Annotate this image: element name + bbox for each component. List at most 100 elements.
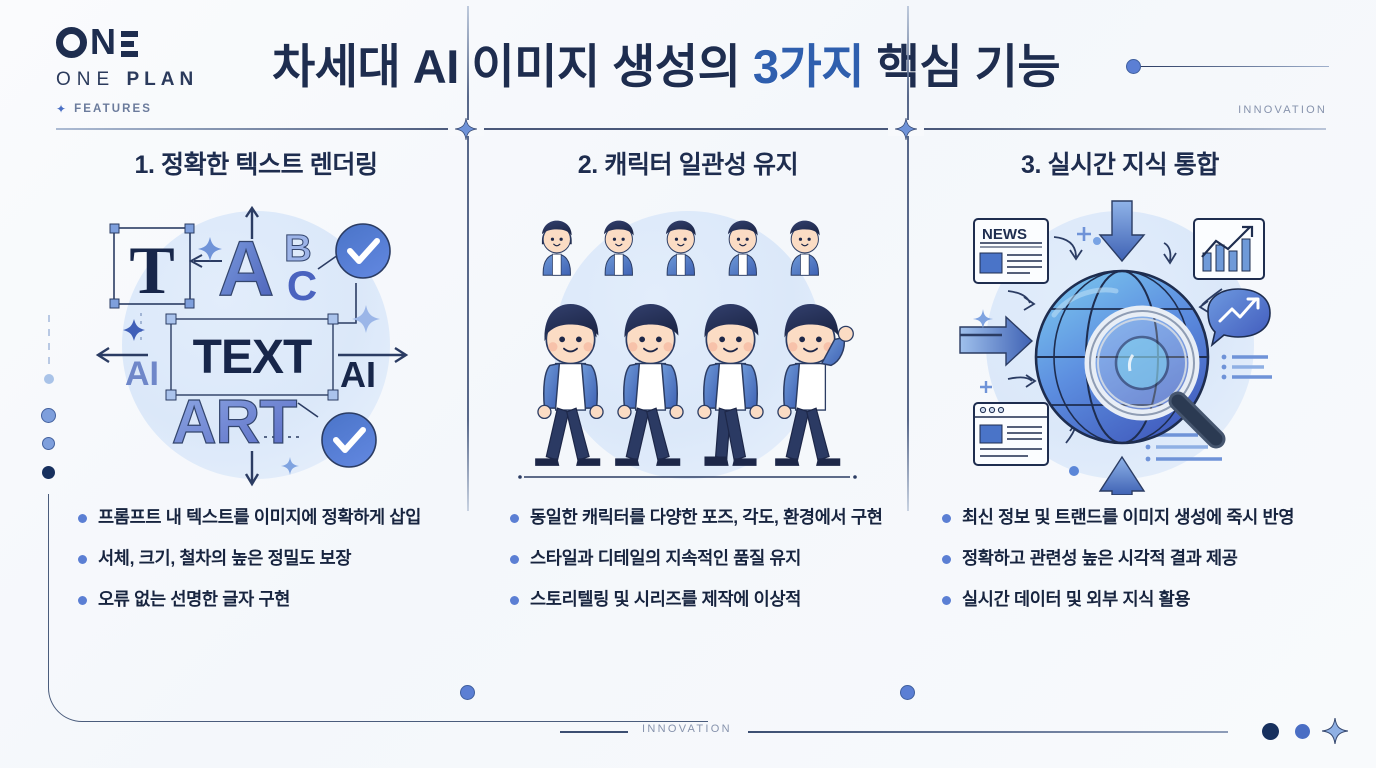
sparkle-icon: ✦ bbox=[56, 102, 69, 116]
text-lines-right bbox=[1221, 354, 1272, 380]
footer-line-right bbox=[748, 731, 1228, 733]
edge-dashed-line bbox=[48, 315, 50, 367]
svg-text:NEWS: NEWS bbox=[982, 226, 1027, 243]
bullet-text: 정확하고 관련성 높은 시각적 결과 제공 bbox=[962, 548, 1238, 569]
logo-letter-o bbox=[56, 26, 87, 58]
column-divider-dot-1 bbox=[460, 685, 475, 700]
edge-dot-1 bbox=[44, 374, 54, 384]
speech-bubble bbox=[1207, 288, 1271, 348]
character-bust bbox=[603, 220, 634, 276]
column-divider-dot-2 bbox=[900, 685, 915, 700]
page-title-part2: 핵심 기능 bbox=[864, 40, 1061, 93]
list-item: 서체, 크기, 철차의 높은 정밀도 보장 bbox=[78, 546, 452, 570]
list-item: 동일한 캐릭터를 다양한 포즈, 각도, 환경에서 구현 bbox=[510, 505, 884, 529]
footer-line-left bbox=[560, 731, 628, 733]
character-consistency-illustration bbox=[518, 195, 858, 495]
bullet-dot bbox=[510, 555, 519, 565]
footer-star-icon bbox=[1321, 717, 1349, 745]
feature-column-3: 3. 실시간 지식 통합 bbox=[904, 145, 1336, 695]
logo-wordmark: ONE PLAN bbox=[56, 69, 386, 91]
bullet-text: 프롬프트 내 텍스트를 이미지에 정확하게 삽입 bbox=[98, 507, 422, 527]
character-walking bbox=[697, 304, 764, 466]
bullet-dot bbox=[78, 514, 87, 523]
logo-letter-e bbox=[121, 30, 138, 57]
svg-text:AI: AI bbox=[340, 354, 376, 395]
feature-title-1: 1. 정확한 텍스트 렌더링 bbox=[134, 151, 378, 179]
list-item: 최신 정보 및 트랜드를 이미지 생성에 죽시 반영 bbox=[942, 505, 1316, 529]
character-bust bbox=[541, 220, 572, 276]
svg-text:TEXT: TEXT bbox=[193, 331, 312, 384]
feature-bullets-3: 최신 정보 및 트랜드를 이미지 생성에 죽시 반영 정확하고 관련성 높은 시… bbox=[924, 505, 1316, 628]
bullet-dot bbox=[942, 514, 951, 523]
svg-text:B: B bbox=[284, 228, 311, 270]
browser-card bbox=[973, 402, 1049, 466]
bullet-text: 실시간 데이터 및 외부 지식 활용 bbox=[962, 589, 1191, 610]
bullet-text: 스토리텔링 및 시리즈를 제작에 이상적 bbox=[530, 589, 802, 610]
innovation-label-top: INNOVATION bbox=[1238, 104, 1327, 116]
logo-mark-one: N bbox=[56, 24, 386, 60]
feature-title-3: 3. 실시간 지식 통합 bbox=[1021, 151, 1219, 179]
check-badge-top bbox=[335, 223, 391, 279]
list-item: 정확하고 관련성 높은 시각적 결과 제공 bbox=[942, 546, 1316, 570]
bullet-dot bbox=[510, 596, 519, 606]
chart-card bbox=[1193, 218, 1265, 280]
bullet-dot bbox=[942, 596, 951, 606]
divider-star-icon-1 bbox=[455, 118, 477, 140]
character-walking bbox=[775, 304, 854, 466]
feature-bullets-1: 프롬프트 내 텍스트를 이미지에 정확하게 삽입 서체, 크기, 철차의 높은 … bbox=[60, 505, 452, 628]
list-item: 프롬프트 내 텍스트를 이미지에 정확하게 삽입 bbox=[78, 505, 452, 529]
footer-dot-2 bbox=[1295, 724, 1310, 739]
logo-word-one: ONE bbox=[56, 69, 127, 90]
bullet-dot bbox=[510, 514, 519, 523]
character-walking bbox=[535, 304, 604, 466]
news-card: NEWS bbox=[973, 218, 1049, 284]
footer-dot-1 bbox=[1262, 723, 1279, 740]
page-title-part1: 차세대 AI 이미지 생성의 bbox=[272, 40, 753, 93]
feature-bullets-2: 동일한 캐릭터를 다양한 포즈, 각도, 환경에서 구현 스타일과 디테일의 지… bbox=[492, 505, 884, 628]
character-bust bbox=[727, 220, 758, 276]
brand-logo: N ONE PLAN ✦ FEATURES bbox=[56, 24, 386, 116]
list-item: 스타일과 디테일의 지속적인 품질 유지 bbox=[510, 546, 884, 570]
feature-title-2: 2. 캐릭터 일관성 유지 bbox=[577, 151, 799, 179]
bullet-text: 스타일과 디테일의 지속적인 품질 유지 bbox=[530, 548, 802, 569]
feature-columns: 1. 정확한 텍스트 렌더링 bbox=[40, 145, 1336, 695]
svg-text:A: A bbox=[218, 224, 274, 312]
bullet-text: 오류 없는 선명한 글자 구현 bbox=[98, 589, 291, 610]
check-badge-bottom bbox=[321, 412, 377, 468]
character-bust bbox=[665, 220, 696, 276]
page-title-accent: 3가지 bbox=[752, 40, 865, 93]
character-walking bbox=[615, 304, 684, 466]
divider-star-icon-2 bbox=[895, 118, 917, 140]
svg-text:ART: ART bbox=[172, 388, 298, 457]
features-tag: ✦ FEATURES bbox=[56, 102, 386, 116]
edge-dot-3 bbox=[42, 437, 55, 450]
text-rendering-illustration: T A B C TEXT AI AI ART bbox=[86, 195, 426, 495]
svg-text:C: C bbox=[287, 262, 317, 309]
logo-letter-n: N bbox=[90, 21, 117, 62]
bullet-text: 최신 정보 및 트랜드를 이미지 생성에 죽시 반영 bbox=[962, 507, 1295, 527]
character-bust bbox=[789, 220, 820, 276]
svg-text:T: T bbox=[129, 232, 174, 308]
page-title: 차세대 AI 이미지 생성의 3가지 핵심 기능 bbox=[272, 28, 1061, 97]
header-divider bbox=[56, 128, 1326, 130]
title-end-dot bbox=[1126, 59, 1141, 74]
feature-column-1: 1. 정확한 텍스트 렌더링 bbox=[40, 145, 472, 695]
bullet-dot bbox=[78, 555, 87, 565]
title-end-line bbox=[1141, 65, 1329, 68]
bullet-text: 서체, 크기, 철차의 높은 정밀도 보장 bbox=[98, 548, 352, 569]
innovation-label-bottom: INNOVATION bbox=[642, 723, 732, 735]
features-tag-label: FEATURES bbox=[74, 103, 153, 115]
bullet-dot bbox=[942, 555, 951, 565]
svg-text:AI: AI bbox=[125, 355, 159, 393]
edge-dot-4 bbox=[42, 466, 55, 479]
list-item: 실시간 데이터 및 외부 지식 활용 bbox=[942, 587, 1316, 611]
text-lines-bottom bbox=[1145, 432, 1222, 462]
column-divider-1 bbox=[467, 6, 469, 511]
list-item: 스토리텔링 및 시리즈를 제작에 이상적 bbox=[510, 587, 884, 611]
magnifier-icon bbox=[1084, 305, 1226, 449]
edge-dot-2 bbox=[41, 408, 56, 423]
realtime-knowledge-illustration: NEWS bbox=[950, 195, 1290, 495]
frame-corner-line bbox=[48, 494, 708, 722]
feature-column-2: 2. 캐릭터 일관성 유지 bbox=[472, 145, 904, 695]
